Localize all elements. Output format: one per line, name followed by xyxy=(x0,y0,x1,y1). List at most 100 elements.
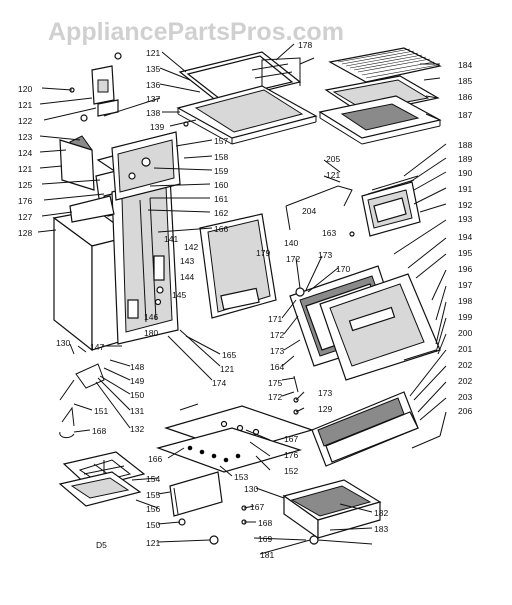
cabinet-body-part xyxy=(52,175,179,352)
callout: 123 xyxy=(18,132,32,142)
callout: 145 xyxy=(172,290,186,300)
callout: 147 xyxy=(90,342,104,352)
callout: 181 xyxy=(260,550,274,560)
callout: 165 xyxy=(222,350,236,360)
callout: 148 xyxy=(130,362,144,372)
callout: 200 xyxy=(458,328,472,338)
callout: 180 xyxy=(144,328,158,338)
kick-plate-part xyxy=(169,471,223,545)
callout: 166 xyxy=(214,224,228,234)
callout: 161 xyxy=(214,194,228,204)
callout: 138 xyxy=(146,108,160,118)
callout: 179 xyxy=(256,248,270,258)
callout: 172 xyxy=(270,330,284,340)
callout: 160 xyxy=(214,180,228,190)
callout: 159 xyxy=(214,166,228,176)
callout: 188 xyxy=(458,140,472,150)
callout: 125 xyxy=(18,180,32,190)
callout: 157 xyxy=(214,136,228,146)
callout: 190 xyxy=(458,168,472,178)
callout: 122 xyxy=(18,116,32,126)
callout: 130 xyxy=(56,338,70,348)
callout: 128 xyxy=(18,228,32,238)
callout: 202 xyxy=(458,360,472,370)
callout: 172 xyxy=(268,392,282,402)
callout: 158 xyxy=(214,152,228,162)
callout: 131 xyxy=(130,406,144,416)
callout: 127 xyxy=(18,212,32,222)
callout: 143 xyxy=(180,256,194,266)
cooktop-frame-part xyxy=(176,51,318,145)
callout: 205 xyxy=(326,154,340,164)
callout: 171 xyxy=(268,314,282,324)
leader-lines xyxy=(37,43,447,555)
callout: 121 xyxy=(220,364,234,374)
callout: 162 xyxy=(214,208,228,218)
callout: 151 xyxy=(94,406,108,416)
callout: 195 xyxy=(458,248,472,258)
callout: 186 xyxy=(458,92,472,102)
callout: 121 xyxy=(18,100,32,110)
callout: 121 xyxy=(18,164,32,174)
callout: 193 xyxy=(458,214,472,224)
callout: 150 xyxy=(146,520,160,530)
callout: 167 xyxy=(250,502,264,512)
door-inner-panel-part xyxy=(199,213,277,319)
burner-pan-part xyxy=(58,451,146,507)
callout: 146 xyxy=(144,312,158,322)
callout: 182 xyxy=(374,508,388,518)
callout: 142 xyxy=(184,242,198,252)
callout: 196 xyxy=(458,264,472,274)
callout: 201 xyxy=(458,344,472,354)
callout: 192 xyxy=(458,200,472,210)
callout: 198 xyxy=(458,296,472,306)
oven-door-part xyxy=(289,265,441,381)
callout: 206 xyxy=(458,406,472,416)
callout: 191 xyxy=(458,184,472,194)
storage-drawer-part xyxy=(282,479,382,545)
callout: 173 xyxy=(270,346,284,356)
callout: 130 xyxy=(244,484,258,494)
callout: 153 xyxy=(234,472,248,482)
callout: 178 xyxy=(298,40,312,50)
callout: 197 xyxy=(458,280,472,290)
diagram-code: D5 xyxy=(96,540,107,550)
callout: 121 xyxy=(326,170,340,180)
callout: 183 xyxy=(374,524,388,534)
callout: 203 xyxy=(458,392,472,402)
callout: 172 xyxy=(286,254,300,264)
callout: 156 xyxy=(146,504,160,514)
callout: 176 xyxy=(284,450,298,460)
callout: 173 xyxy=(318,250,332,260)
callout: 120 xyxy=(18,84,32,94)
callout-labels: 120 121 122 123 124 121 125 176 127 128 … xyxy=(18,40,472,560)
callout: 176 xyxy=(18,196,32,206)
callout: 136 xyxy=(146,80,160,90)
drawer-front-part xyxy=(311,391,441,467)
callout: 141 xyxy=(164,234,178,244)
callout: 185 xyxy=(458,76,472,86)
callout: 164 xyxy=(270,362,284,372)
broiler-grid-part xyxy=(328,47,442,83)
callout: 152 xyxy=(284,466,298,476)
callout: 149 xyxy=(130,376,144,386)
callout: 139 xyxy=(150,122,164,132)
callout: 129 xyxy=(318,404,332,414)
callout: 154 xyxy=(146,474,160,484)
callout: 175 xyxy=(268,378,282,388)
callout: 174 xyxy=(212,378,226,388)
callout: 173 xyxy=(318,388,332,398)
broiler-pan-part xyxy=(318,75,442,145)
callout: 204 xyxy=(302,206,316,216)
callout: 124 xyxy=(18,148,32,158)
callout: 187 xyxy=(458,110,472,120)
callout: 202 xyxy=(458,376,472,386)
callout: 163 xyxy=(322,228,336,238)
callout: 184 xyxy=(458,60,472,70)
callout: 121 xyxy=(146,48,160,58)
callout: 168 xyxy=(92,426,106,436)
callout: 144 xyxy=(180,272,194,282)
callout: 199 xyxy=(458,312,472,322)
